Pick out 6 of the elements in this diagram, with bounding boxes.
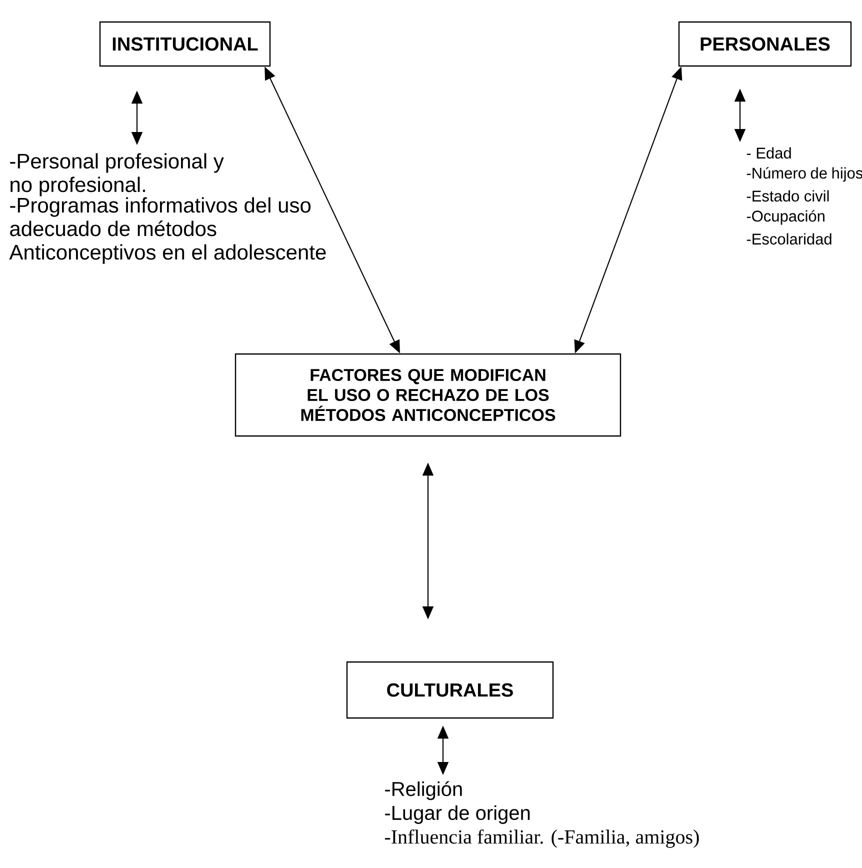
category-box: PERSONALES bbox=[678, 21, 852, 67]
category-box: CULTURALES bbox=[346, 661, 554, 719]
factor-list: -Religión -Lugar de origen -Influencia familiar. (-Familia, amigos) bbox=[384, 781, 699, 848]
category-box: FACTORES QUE MODIFICAN EL USO O RECHAZO DE LOS MÉTODOS ANTICONCEPTICOS bbox=[234, 353, 622, 437]
factor-list: -Personal profesional y no profesional. -Programas informativos del uso adecuado de métodos Anticonceptivos en el adolescente bbox=[9, 153, 326, 264]
category-box: INSTITUCIONAL bbox=[99, 21, 271, 67]
